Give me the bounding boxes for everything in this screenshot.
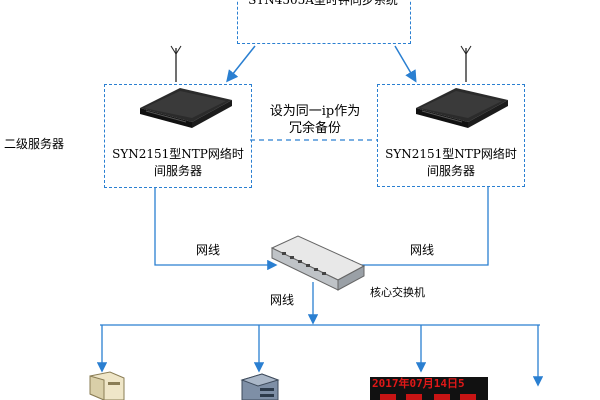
server-left-label-2: 间服务器 — [153, 164, 202, 178]
clock-digits — [376, 392, 484, 400]
link-label-right: 网线 — [410, 243, 435, 257]
top-system-label: SYN4505A型时钟同步系统 — [248, 0, 398, 7]
antenna-icon — [460, 45, 472, 82]
server-box-left — [104, 84, 252, 188]
antenna-icon — [170, 45, 182, 82]
clock-display: 2017年07月14日5 — [370, 377, 488, 400]
ntp-server-device-icon — [140, 88, 232, 128]
switch-label: 核心交换机 — [370, 286, 425, 299]
server-left-label-1: SYN2151型NTP网络时 — [112, 147, 244, 161]
server-rack-icon — [240, 373, 280, 400]
server-right-label-2: 间服务器 — [426, 164, 475, 178]
right-server-link — [342, 186, 489, 271]
server-right-label-1: SYN2151型NTP网络时 — [385, 147, 517, 161]
core-switch-icon — [270, 235, 366, 291]
link-label-left: 网线 — [196, 243, 221, 257]
left-server-link — [154, 187, 278, 271]
redundancy-note-1: 设为同一ip作为 — [269, 104, 361, 119]
redundancy-note-2: 冗余备份 — [288, 121, 341, 136]
clock-date-text: 2017年07月14日5 — [372, 377, 465, 390]
link-label-down: 网线 — [270, 293, 295, 307]
arrow-to-left-server — [226, 45, 256, 83]
arrow-to-right-server — [394, 45, 417, 83]
server-box-right — [377, 84, 525, 187]
top-system-box: SYN4505A型时钟同步系统 — [237, 0, 411, 44]
tier-label: 二级服务器 — [4, 137, 65, 151]
ntp-server-device-icon — [416, 88, 508, 128]
pc-tower-icon — [89, 371, 125, 400]
